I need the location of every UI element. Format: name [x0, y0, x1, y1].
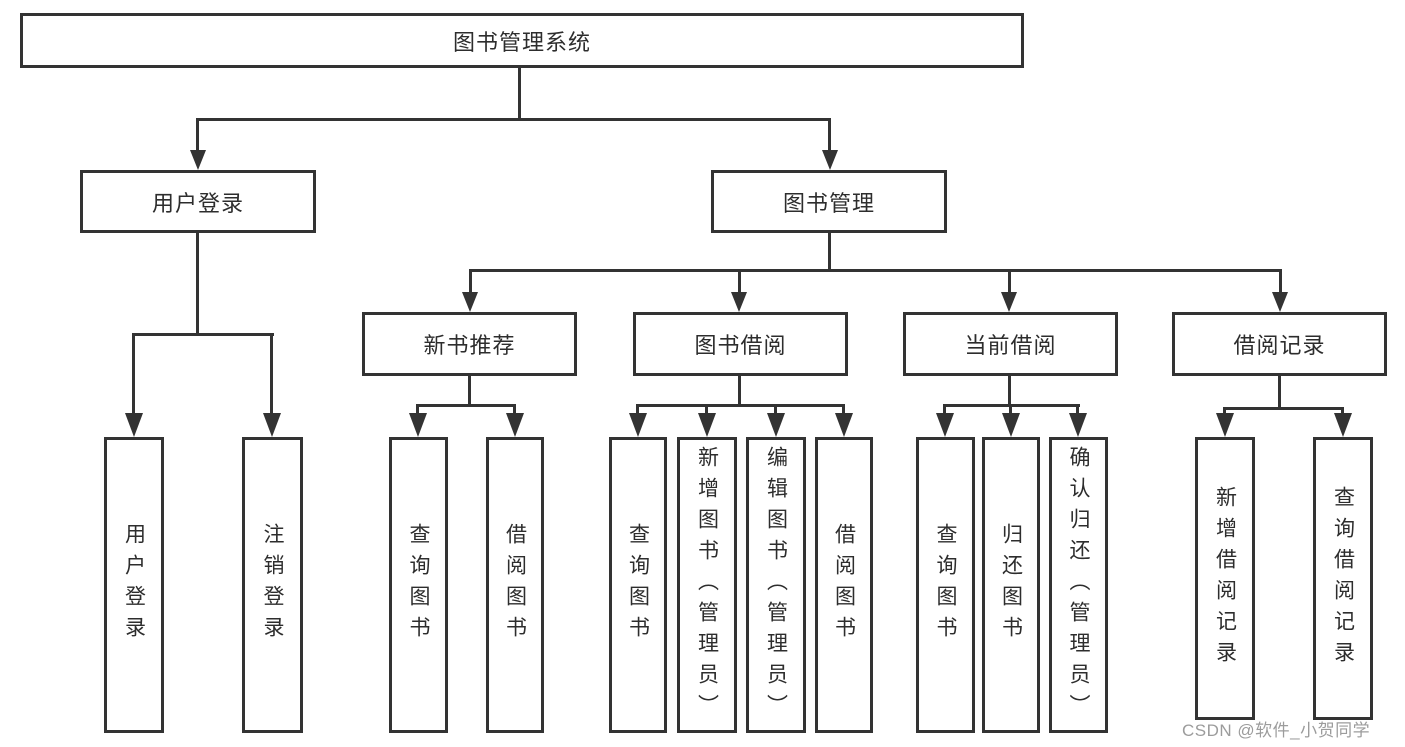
- arrowhead-icon: [835, 413, 853, 437]
- connector-line: [270, 333, 273, 415]
- leaf-query-borrow-record: 查询借阅记录: [1313, 437, 1373, 720]
- connector-line: [1076, 404, 1079, 415]
- node-label: 当前借阅: [964, 333, 1057, 358]
- arrowhead-icon: [506, 413, 524, 437]
- node-label: 图书管理: [782, 190, 875, 216]
- leaf-borrow-books: 借阅图书: [815, 437, 873, 733]
- arrowhead-icon: [263, 413, 281, 437]
- connector-line: [196, 118, 831, 121]
- leaf-borrow-books-recommend: 借阅图书: [486, 437, 544, 733]
- connector-line: [1341, 407, 1344, 415]
- node-label: 用户登录: [122, 523, 146, 647]
- node-user-login: 用户登录: [80, 170, 316, 233]
- leaf-add-books-admin: 新增图书（管理员）: [677, 437, 737, 733]
- leaf-query-books-current: 查询图书: [916, 437, 975, 733]
- connector-line: [468, 374, 471, 407]
- arrowhead-icon: [1334, 413, 1352, 437]
- connector-line: [636, 404, 639, 415]
- connector-line: [469, 269, 472, 294]
- arrowhead-icon: [629, 413, 647, 437]
- connector-line: [1279, 269, 1282, 294]
- node-label: 注销登录: [261, 523, 284, 647]
- arrowhead-icon: [1069, 413, 1087, 437]
- node-label: 新增借阅记录: [1213, 485, 1237, 672]
- leaf-add-borrow-record: 新增借阅记录: [1195, 437, 1255, 720]
- leaf-query-books-borrow: 查询图书: [609, 437, 667, 733]
- arrowhead-icon: [731, 292, 747, 312]
- node-label: 借阅图书: [832, 523, 856, 647]
- node-label: 确认归还（管理员）: [1067, 445, 1090, 725]
- connector-line: [513, 404, 516, 415]
- arrowhead-icon: [698, 413, 716, 437]
- leaf-logout: 注销登录: [242, 437, 303, 733]
- connector-line: [1278, 374, 1281, 410]
- arrowhead-icon: [190, 150, 206, 170]
- arrowhead-icon: [767, 413, 785, 437]
- node-label: 图书借阅: [694, 333, 787, 358]
- connector-line: [196, 118, 199, 154]
- connector-line: [705, 404, 708, 415]
- node-label: 编辑图书（管理员）: [764, 445, 788, 725]
- connector-line: [828, 118, 831, 154]
- node-label: 查询图书: [934, 523, 957, 647]
- connector-line: [1223, 407, 1344, 410]
- connector-line: [416, 404, 419, 415]
- connector-line: [416, 404, 516, 407]
- arrowhead-icon: [409, 413, 427, 437]
- connector-line: [943, 404, 946, 415]
- node-label: 查询图书: [407, 523, 430, 647]
- node-label: 查询图书: [626, 523, 650, 647]
- connector-line: [774, 404, 777, 415]
- node-label: 用户登录: [151, 190, 244, 216]
- connector-line: [636, 404, 845, 407]
- node-new-book-recommend: 新书推荐: [362, 312, 577, 376]
- connector-line: [518, 66, 521, 120]
- arrowhead-icon: [1001, 292, 1017, 312]
- watermark: CSDN @软件_小贺同学: [1182, 721, 1371, 740]
- node-label: 借阅图书: [503, 523, 527, 647]
- node-book-borrow: 图书借阅: [633, 312, 848, 376]
- leaf-confirm-return-admin: 确认归还（管理员）: [1049, 437, 1108, 733]
- leaf-query-books-recommend: 查询图书: [389, 437, 448, 733]
- connector-line: [828, 231, 831, 272]
- connector-line: [1009, 404, 1012, 415]
- leaf-return-books: 归还图书: [982, 437, 1040, 733]
- node-system-root: 图书管理系统: [20, 13, 1024, 68]
- connector-line: [132, 333, 274, 336]
- node-label: 归还图书: [999, 523, 1023, 647]
- node-current-borrow: 当前借阅: [903, 312, 1118, 376]
- leaf-user-login: 用户登录: [104, 437, 164, 733]
- leaf-edit-books-admin: 编辑图书（管理员）: [746, 437, 806, 733]
- node-label: 新书推荐: [423, 333, 516, 358]
- connector-line: [1223, 407, 1226, 415]
- node-label: 借阅记录: [1233, 333, 1326, 358]
- connector-line: [1008, 374, 1011, 407]
- connector-line: [842, 404, 845, 415]
- node-book-management: 图书管理: [711, 170, 947, 233]
- connector-line: [469, 269, 1282, 272]
- connector-line: [738, 269, 741, 294]
- connector-line: [132, 333, 135, 415]
- node-label: 查询借阅记录: [1331, 485, 1355, 672]
- arrowhead-icon: [1002, 413, 1020, 437]
- connector-line: [196, 231, 199, 335]
- node-borrow-records: 借阅记录: [1172, 312, 1387, 376]
- arrowhead-icon: [822, 150, 838, 170]
- arrowhead-icon: [462, 292, 478, 312]
- arrowhead-icon: [1272, 292, 1288, 312]
- arrowhead-icon: [936, 413, 954, 437]
- connector-line: [738, 374, 741, 407]
- connector-line: [1008, 269, 1011, 294]
- arrowhead-icon: [1216, 413, 1234, 437]
- node-label: 图书管理系统: [452, 29, 591, 55]
- node-label: 新增图书（管理员）: [695, 445, 719, 725]
- arrowhead-icon: [125, 413, 143, 437]
